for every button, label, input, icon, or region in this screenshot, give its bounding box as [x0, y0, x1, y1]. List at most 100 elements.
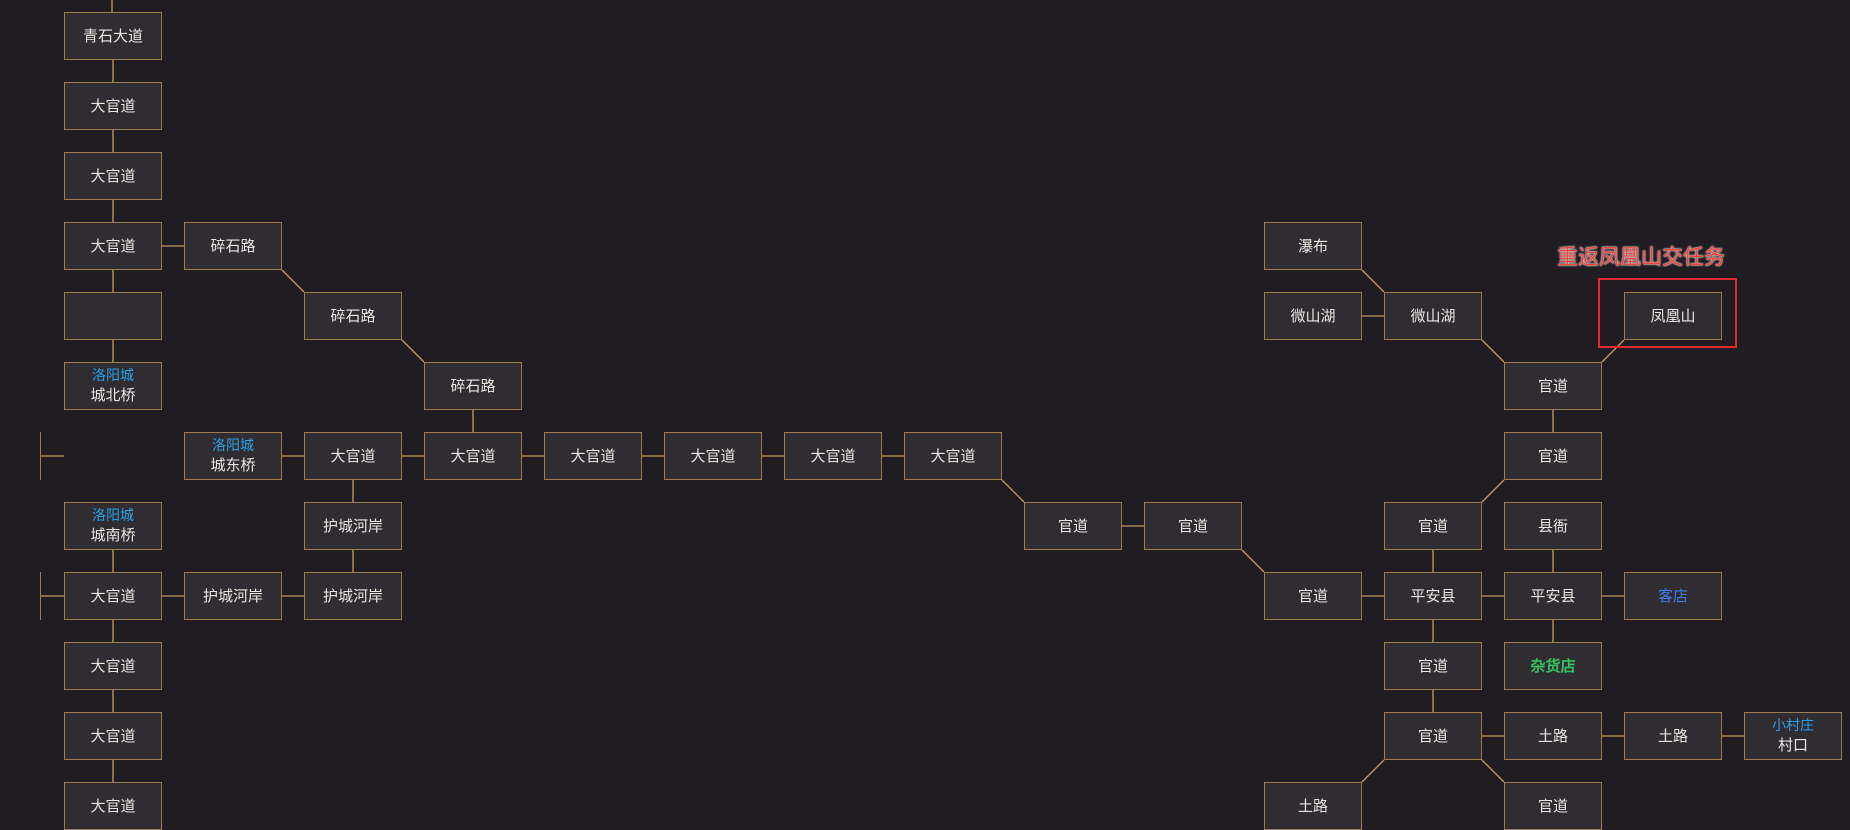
- map-room[interactable]: 官道: [1384, 642, 1482, 690]
- room-name: 碎石路: [210, 236, 256, 255]
- map-room[interactable]: [64, 292, 162, 340]
- map-room[interactable]: 凤凰山: [1624, 292, 1722, 340]
- map-edge-marker: [40, 432, 43, 480]
- map-room[interactable]: 官道: [1384, 712, 1482, 760]
- map-room[interactable]: 县衙: [1504, 502, 1602, 550]
- room-name: 大官道: [810, 446, 856, 465]
- map-room[interactable]: 官道: [1024, 502, 1122, 550]
- map-room[interactable]: 官道: [1384, 502, 1482, 550]
- map-room[interactable]: 官道: [1264, 572, 1362, 620]
- room-name: 官道: [1417, 656, 1448, 675]
- map-room[interactable]: 碎石路: [304, 292, 402, 340]
- room-area-label: 小村庄: [1772, 717, 1814, 734]
- map-room[interactable]: 护城河岸: [304, 502, 402, 550]
- map-room[interactable]: 大官道: [784, 432, 882, 480]
- room-name: 官道: [1417, 726, 1448, 745]
- room-name: 大官道: [90, 656, 136, 675]
- quest-target-highlight: [1598, 278, 1737, 348]
- map-room[interactable]: 大官道: [904, 432, 1002, 480]
- map-room[interactable]: 大官道: [64, 222, 162, 270]
- room-name: 碎石路: [330, 306, 376, 325]
- room-name: 村口: [1777, 735, 1808, 754]
- map-room[interactable]: 大官道: [544, 432, 642, 480]
- map-link: [1481, 759, 1505, 783]
- room-name: 土路: [1537, 726, 1568, 745]
- map-room[interactable]: 大官道: [64, 82, 162, 130]
- room-name: 护城河岸: [202, 586, 263, 605]
- room-area-label: 洛阳城: [92, 367, 134, 384]
- room-name: 瀑布: [1297, 236, 1328, 255]
- map-link: [401, 339, 425, 363]
- room-name: 大官道: [90, 586, 136, 605]
- map-link: [1601, 339, 1625, 363]
- map-room[interactable]: 青石大道: [64, 12, 162, 60]
- room-name: 平安县: [1530, 586, 1576, 605]
- map-room[interactable]: 护城河岸: [184, 572, 282, 620]
- map-room[interactable]: 土路: [1264, 782, 1362, 830]
- room-name: 平安县: [1410, 586, 1456, 605]
- map-room[interactable]: 大官道: [64, 782, 162, 830]
- room-name: 大官道: [90, 796, 136, 815]
- map-link: [1481, 479, 1505, 503]
- map-room[interactable]: 官道: [1504, 782, 1602, 830]
- map-room[interactable]: 土路: [1624, 712, 1722, 760]
- map-room[interactable]: 护城河岸: [304, 572, 402, 620]
- room-name: 官道: [1297, 586, 1328, 605]
- room-name: 县衙: [1537, 516, 1568, 535]
- room-name: 大官道: [690, 446, 736, 465]
- room-name: 大官道: [90, 726, 136, 745]
- room-name: 微山湖: [1290, 306, 1336, 325]
- map-link: [1241, 549, 1265, 573]
- room-name: 城南桥: [90, 525, 136, 544]
- map-room[interactable]: 微山湖: [1384, 292, 1482, 340]
- map-room[interactable]: 微山湖: [1264, 292, 1362, 340]
- room-name: 官道: [1537, 796, 1568, 815]
- map-room[interactable]: 杂货店: [1504, 642, 1602, 690]
- map-room[interactable]: 碎石路: [184, 222, 282, 270]
- room-name: 官道: [1417, 516, 1448, 535]
- map-room[interactable]: 大官道: [664, 432, 762, 480]
- map-room[interactable]: 大官道: [64, 572, 162, 620]
- map-room[interactable]: 官道: [1504, 362, 1602, 410]
- room-name: 青石大道: [82, 26, 143, 45]
- map-room[interactable]: 洛阳城城北桥: [64, 362, 162, 410]
- map-room[interactable]: 瀑布: [1264, 222, 1362, 270]
- room-name: 大官道: [450, 446, 496, 465]
- map-room[interactable]: 碎石路: [424, 362, 522, 410]
- room-name: 杂货店: [1530, 656, 1576, 675]
- room-name: 城北桥: [90, 385, 136, 404]
- room-area-label: 洛阳城: [212, 437, 254, 454]
- room-name: 凤凰山: [1650, 306, 1696, 325]
- map-room[interactable]: 土路: [1504, 712, 1602, 760]
- room-name: 大官道: [330, 446, 376, 465]
- room-area-label: 洛阳城: [92, 507, 134, 524]
- map-edge-marker: [40, 572, 43, 620]
- map-room[interactable]: 官道: [1504, 432, 1602, 480]
- room-name: 官道: [1537, 376, 1568, 395]
- map-link: [1361, 269, 1385, 293]
- room-name: 大官道: [930, 446, 976, 465]
- map-room[interactable]: 平安县: [1504, 572, 1602, 620]
- map-room[interactable]: 小村庄村口: [1744, 712, 1842, 760]
- map-link: [281, 269, 305, 293]
- room-name: 大官道: [90, 236, 136, 255]
- map-room[interactable]: 平安县: [1384, 572, 1482, 620]
- room-name: 城东桥: [210, 455, 256, 474]
- map-room[interactable]: 洛阳城城南桥: [64, 502, 162, 550]
- map-link: [1481, 339, 1505, 363]
- map-room[interactable]: 大官道: [64, 712, 162, 760]
- map-room[interactable]: 大官道: [304, 432, 402, 480]
- room-name: 土路: [1297, 796, 1328, 815]
- map-room[interactable]: 洛阳城城东桥: [184, 432, 282, 480]
- map-link: [1361, 759, 1385, 783]
- map-room[interactable]: 大官道: [64, 152, 162, 200]
- map-room[interactable]: 官道: [1144, 502, 1242, 550]
- map-link: [1001, 479, 1025, 503]
- map-room[interactable]: 大官道: [64, 642, 162, 690]
- map-room[interactable]: 客店: [1624, 572, 1722, 620]
- room-name: 大官道: [90, 166, 136, 185]
- room-name: 护城河岸: [322, 516, 383, 535]
- room-name: 官道: [1177, 516, 1208, 535]
- map-room[interactable]: 大官道: [424, 432, 522, 480]
